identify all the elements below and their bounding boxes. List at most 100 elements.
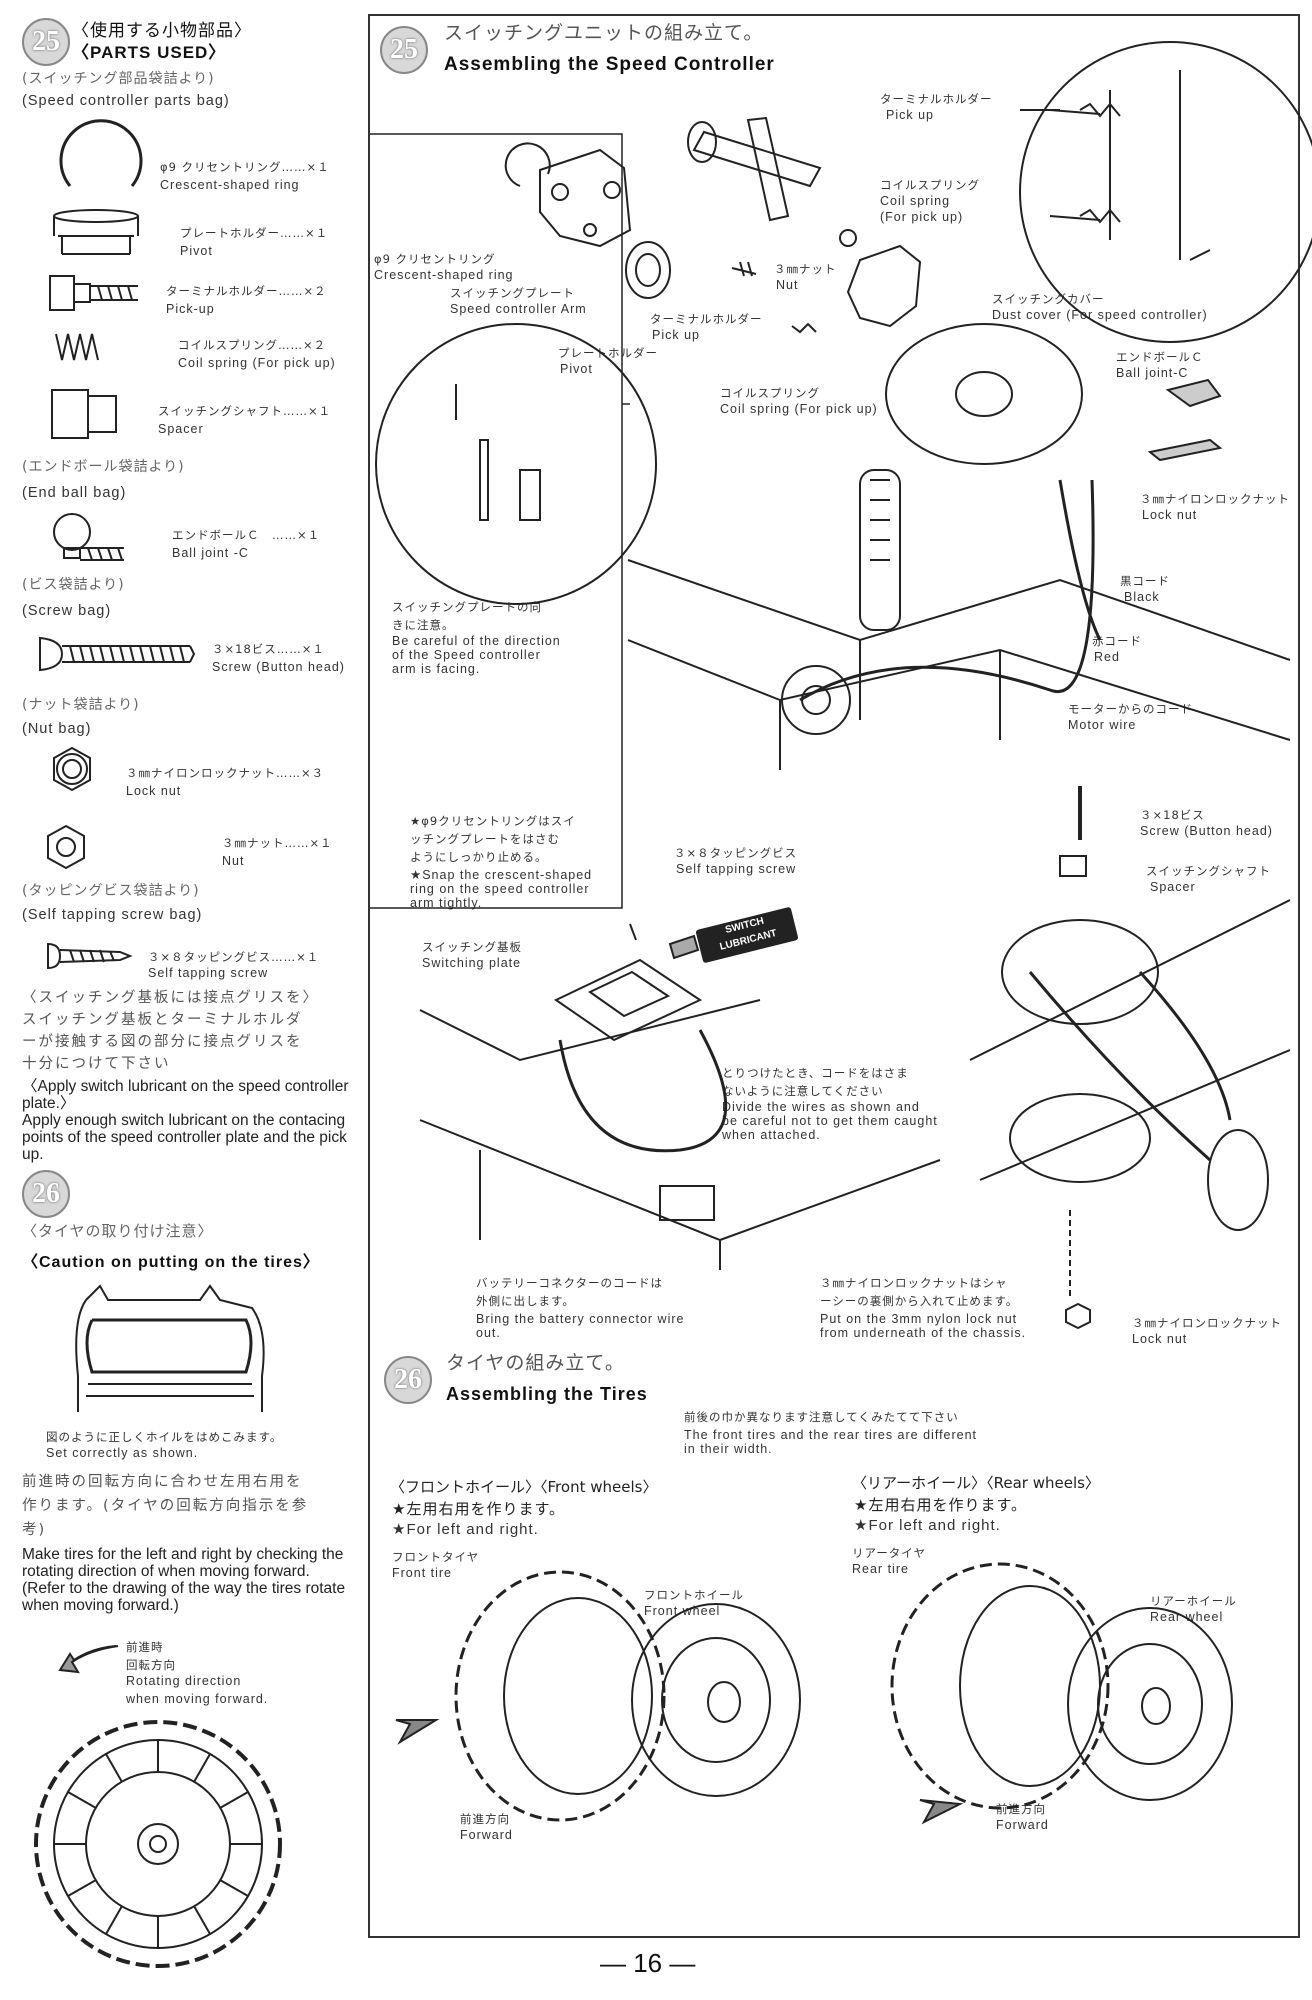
label-ball-en: Ball joint-C: [1116, 366, 1189, 380]
rear-fwd-en: Forward: [996, 1818, 1049, 1832]
s25-title-en: Assembling the Speed Controller: [444, 54, 775, 75]
label-motor-jp: モーターからのコード: [1068, 702, 1193, 716]
bag4-jp: (ナット袋詰より): [22, 697, 140, 713]
part-nut-jp: ３㎜ナット……×１: [222, 836, 333, 850]
label-red-jp: 赤コード: [1092, 634, 1142, 648]
cross-wrench-icon: [687, 116, 822, 222]
note-wires-en-2: be careful not to get them caught: [722, 1114, 938, 1128]
parts-used-title-en: 〈PARTS USED〉: [72, 43, 227, 62]
part-balljoint-jp: エンドボールＣ ……×１: [172, 528, 321, 542]
left-part-illustrations: [34, 119, 282, 1968]
part-pivot-en: Pivot: [180, 244, 213, 258]
pickup-icon: [49, 275, 138, 311]
label-black-jp: 黒コード: [1120, 574, 1170, 588]
rear-head-en: 〈Rear wheels〉: [986, 1474, 1100, 1492]
step-26-badge: 26: [22, 1170, 70, 1218]
dust-cover-icon: [885, 323, 1083, 465]
front-tire-jp: フロントタイヤ: [392, 1550, 480, 1564]
label-shaft-jp: スイッチングシャフト: [1146, 864, 1271, 878]
note-snap-jp-3: ようにしっかり止める。: [410, 850, 548, 864]
note-snap-jp-2: ッチングプレートをはさむ: [410, 832, 560, 846]
note-dir-en-1: Be careful of the direction: [392, 634, 561, 648]
note-wires-en-3: when attached.: [722, 1128, 821, 1142]
nut-icon: [47, 824, 85, 870]
front-wheel-en: Front wheel: [644, 1604, 721, 1618]
part-tapscrew-jp: ３×８タッピングビス……×１: [148, 950, 320, 964]
rear-tire-wheel-icon: [890, 1562, 1233, 1825]
label-lock2-en: Lock nut: [1132, 1332, 1188, 1346]
label-arm-jp: スイッチングプレート: [450, 286, 575, 300]
part-ring-jp: φ9 クリセントリング……×１: [160, 160, 330, 174]
pickup-small-icon: [731, 261, 757, 277]
tire-fit-en: Set correctly as shown.: [46, 1446, 199, 1460]
nut-small-icon: [839, 229, 857, 247]
s26-title-jp: タイヤの組み立て。: [446, 1352, 625, 1374]
part-locknut-en: Lock nut: [126, 784, 182, 798]
note-dir-en-3: arm is facing.: [392, 662, 481, 676]
rotate-jp-3: 考): [22, 1522, 47, 1538]
front-wheels-header: 〈フロントホイール〉〈Front wheels〉: [390, 1476, 657, 1497]
part-pickup-en: Pick-up: [166, 302, 215, 316]
page-number: — 16 —: [600, 1948, 696, 1978]
note-wires-jp-2: ないように注意してください: [722, 1084, 884, 1098]
tire-fit-jp: 図のように正しくホイルをはめこみます。: [46, 1430, 283, 1444]
note-snap-en-1: ★Snap the crescent-shaped: [410, 868, 593, 882]
rear-wheel-jp: リアーホイール: [1150, 1594, 1237, 1608]
label-pickup-en: Pick up: [652, 328, 700, 342]
part-ring-en: Crescent-shaped ring: [160, 178, 300, 192]
note-dir-jp-2: きに注意。: [392, 618, 455, 632]
front-head-en: 〈Front wheels〉: [540, 1478, 658, 1496]
label-cover-jp: スイッチングカバー: [992, 292, 1105, 306]
part-pivot-jp: プレートホルダー……×１: [180, 226, 329, 240]
arm-plate-icon: [846, 244, 922, 328]
chassis-main-icon: [627, 469, 1291, 770]
tire-front-view-icon: [34, 1720, 282, 1968]
label-lock-jp: ３㎜ナイロンロックナット: [1140, 492, 1290, 506]
bag5-en: (Self tapping screw bag): [22, 907, 203, 923]
label-nut-en: Nut: [776, 278, 799, 292]
part-screw-en: Screw (Button head): [212, 660, 345, 674]
note-snap-jp-1: ★φ9クリセントリングはスイ: [410, 814, 576, 828]
note-batt-en-1: Bring the battery connector wire: [476, 1312, 685, 1326]
bag3-en: (Screw bag): [22, 603, 112, 619]
label-cover-en: Dust cover (For speed controller): [992, 308, 1208, 322]
note-wires-jp-1: とりつけたとき、コードをはさま: [722, 1066, 909, 1080]
rotate-en: Make tires for the left and right by che…: [22, 1546, 346, 1614]
label-pickup-jp: ターミナルホルダー: [650, 312, 763, 326]
label-tap-en: Self tapping screw: [676, 862, 797, 876]
label-ball-jp: エンドボールＣ: [1116, 350, 1204, 364]
label-motor-en: Motor wire: [1068, 718, 1137, 732]
speed-controller-arm-icon: [504, 142, 671, 299]
bag3-jp: (ビス袋詰より): [22, 577, 125, 593]
lube-jp-4: 十分につけて下さい: [22, 1056, 171, 1072]
lube-jp-1: 〈スイッチング基板には接点グリスを〉: [22, 990, 319, 1006]
s26-note-jp: 前後の巾か異なります注意してくみたてて下さい: [684, 1410, 959, 1424]
part-coil-jp: コイルスプリング……×２: [178, 338, 327, 352]
crescent-ring-icon: [59, 119, 143, 187]
label-black-en: Black: [1124, 590, 1160, 604]
note-lock-jp-2: ーシーの裏側から入れて止めます。: [820, 1294, 1019, 1308]
label-screw-en: Screw (Button head): [1140, 824, 1273, 838]
switching-plate-icon: [419, 958, 941, 1270]
step-25-title-badge: 25: [380, 26, 428, 74]
rear-wheels-header: 〈リアーホイール〉〈Rear wheels〉: [852, 1472, 1100, 1493]
label-terminal-en: Pick up: [886, 108, 934, 122]
rear-tire-en: Rear tire: [852, 1562, 909, 1576]
label-coil2-en: Coil spring (For pick up): [720, 402, 878, 416]
tapping-screw-icon: [47, 942, 133, 970]
note-batt-jp-1: バッテリーコネクターのコードは: [476, 1276, 664, 1290]
dir-en-2: when moving forward.: [126, 1692, 269, 1706]
s26-note-en-1: The front tires and the rear tires are d…: [684, 1428, 978, 1442]
label-tap-jp: ３×８タッピングビス: [674, 846, 798, 860]
lube-jp-2: スイッチング基板とターミナルホルダ: [22, 1012, 303, 1028]
label-arm-en: Speed controller Arm: [450, 302, 587, 316]
bag5-jp: (タッピングビス袋詰より): [22, 883, 200, 899]
label-shaft-en: Spacer: [1150, 880, 1196, 894]
label-coil2-jp: コイルスプリング: [720, 386, 820, 400]
bag1-jp: (スイッチング部品袋詰より): [22, 71, 215, 87]
tire-caution-en: 〈Caution on putting on the tires〉: [22, 1254, 320, 1271]
dir-jp-2: 回転方向: [126, 1658, 176, 1672]
label-coil-en-1: Coil spring: [880, 194, 951, 208]
step-26-title-badge: 26: [384, 1356, 432, 1404]
front-tire-en: Front tire: [392, 1566, 453, 1580]
